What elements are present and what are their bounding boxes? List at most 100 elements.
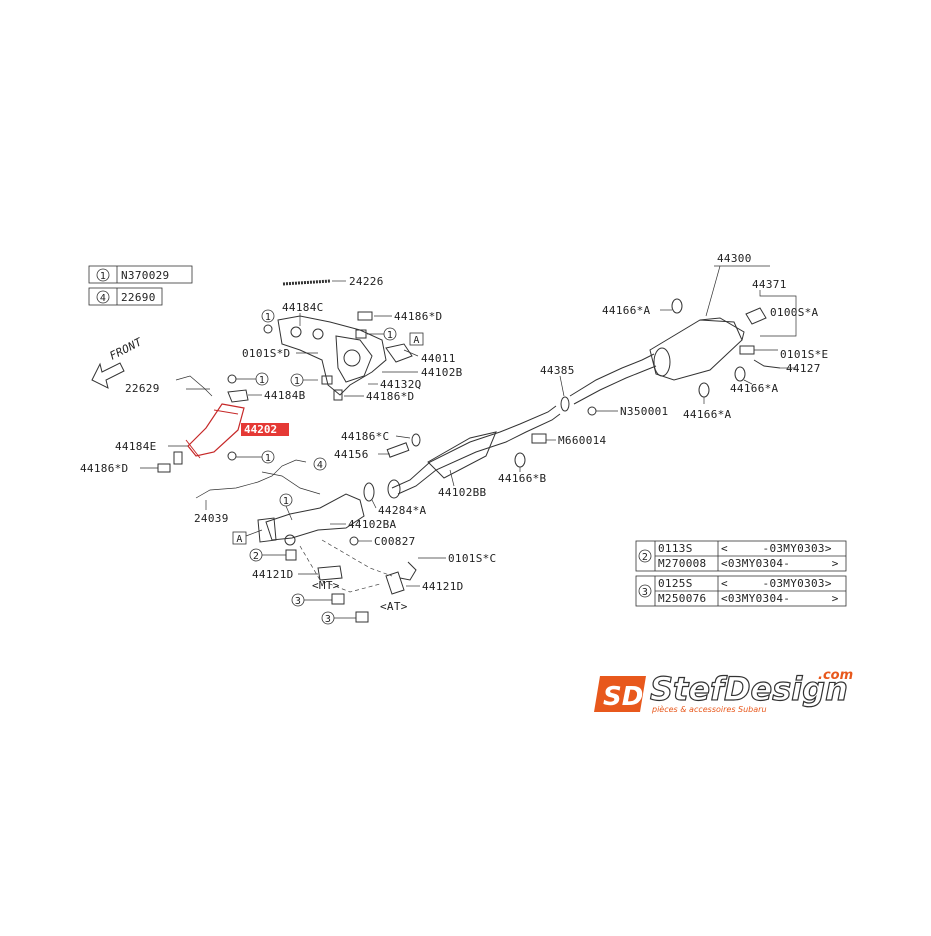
table-part-3: 3 0125S < -03MY0303> M250076 <03MY0304- … bbox=[635, 575, 847, 607]
table3-row1-range: < -03MY0303> bbox=[721, 577, 832, 590]
bracket-cluster: 2 44121D <MT> 0101S*C 44121D 3 <AT> 3 bbox=[249, 548, 496, 625]
front-arrow: FRONT bbox=[91, 335, 145, 389]
bolt-44156-icon bbox=[386, 442, 410, 458]
callout-1-b: 1 bbox=[387, 330, 393, 341]
callout-3-a: 3 bbox=[295, 596, 301, 607]
manifold-icon bbox=[335, 335, 373, 383]
bolt-0101SC-icon bbox=[399, 561, 417, 581]
label-44011: 44011 bbox=[421, 352, 456, 365]
label-44184B: 44184B bbox=[264, 389, 306, 402]
label-44184E: 44184E bbox=[115, 440, 157, 453]
label-44166B: 44166*B bbox=[498, 472, 547, 485]
legend-callout-4 bbox=[96, 290, 110, 304]
legend-top: 1 N370029 4 22690 bbox=[88, 265, 193, 306]
hanger-44166B-icon bbox=[514, 452, 526, 468]
bolt-icon-4 bbox=[333, 389, 343, 401]
front-arrow-icon bbox=[91, 362, 125, 389]
front-pipe-cluster: 22629 1 44184B 44202 44184E 1 44186*D bbox=[80, 372, 306, 475]
label-44166A-top: 44166*A bbox=[602, 304, 651, 317]
label-0101SC: 0101S*C bbox=[448, 552, 496, 565]
nut-C00827-icon bbox=[349, 536, 359, 546]
table3-num: 3 bbox=[642, 587, 648, 598]
bolt-icon-6 bbox=[157, 463, 171, 473]
sensor-24039-wire-icon bbox=[195, 459, 307, 499]
bracket-44184B-icon bbox=[227, 389, 249, 403]
gasket-44385-icon bbox=[560, 396, 570, 412]
label-0101SD: 0101S*D bbox=[242, 347, 290, 360]
label-mt: <MT> bbox=[312, 579, 340, 592]
label-44186D-left: 44186*D bbox=[80, 462, 128, 475]
bolt-icon bbox=[357, 311, 373, 321]
legend-code-1: N370029 bbox=[121, 269, 169, 282]
logo-tagline: pièces & accessoires Subaru bbox=[651, 704, 767, 714]
legend-code-2: 22690 bbox=[121, 291, 156, 304]
hanger-44166A-top-icon bbox=[671, 298, 683, 314]
rear-cluster: 44385 N350001 44166*A 44300 44166*A 4437… bbox=[540, 252, 828, 421]
legend-num-1: 1 bbox=[100, 271, 106, 282]
sensor-24039: 4 24039 bbox=[194, 457, 327, 525]
sensor-22629-wire-icon bbox=[175, 375, 213, 397]
front-pipe-44202-icon bbox=[187, 403, 245, 457]
label-44385: 44385 bbox=[540, 364, 575, 377]
label-44102BB: 44102BB bbox=[438, 486, 487, 499]
nut-icon-2 bbox=[227, 374, 237, 384]
hanger-44166A-right-icon bbox=[734, 366, 746, 382]
label-44202: 44202 bbox=[244, 423, 277, 436]
bolt-icon-9 bbox=[355, 611, 369, 623]
label-44102B: 44102B bbox=[421, 366, 463, 379]
bolt-icon-8 bbox=[331, 593, 345, 605]
mid-pipe-bottom-edge bbox=[397, 413, 561, 495]
label-44102BA: 44102BA bbox=[348, 518, 397, 531]
label-24226: 24226 bbox=[349, 275, 384, 288]
mid-pipe-top-edge bbox=[391, 405, 557, 489]
hanger-44166A-low-icon bbox=[698, 382, 710, 398]
manifold-cluster: 44184C 44186*D 1 1 0101S*D A 44011 44102… bbox=[242, 301, 463, 403]
sensor-wire-icon bbox=[282, 279, 331, 286]
label-22629: 22629 bbox=[125, 382, 160, 395]
ref-box-A-bottom bbox=[232, 531, 247, 545]
label-44156: 44156 bbox=[334, 448, 369, 461]
label-M660014: M660014 bbox=[558, 434, 607, 447]
label-44184C: 44184C bbox=[282, 301, 324, 314]
label-at: <AT> bbox=[380, 600, 408, 613]
center-pipe-cluster: 1 44284*A 44102BA C00827 A bbox=[232, 482, 427, 593]
part-24226: 24226 bbox=[282, 275, 384, 288]
bracket-mt-icon bbox=[317, 565, 343, 581]
callout-1-a: 1 bbox=[265, 312, 271, 323]
label-44186C: 44186*C bbox=[341, 430, 389, 443]
bolt-icon-3 bbox=[321, 375, 333, 385]
nut-icon-3 bbox=[227, 451, 237, 461]
muffler-icon bbox=[649, 319, 743, 381]
label-44284A: 44284*A bbox=[378, 504, 427, 517]
callout-1-c: 1 bbox=[294, 376, 300, 387]
label-C00827: C00827 bbox=[374, 535, 416, 548]
ref-A-top: A bbox=[413, 335, 419, 346]
label-44186D-mid: 44186*D bbox=[366, 390, 414, 403]
callout-1-f: 1 bbox=[283, 496, 289, 507]
tail-pipe-bottom bbox=[573, 365, 657, 405]
bolt-icon-5 bbox=[173, 451, 183, 465]
label-44186D-top: 44186*D bbox=[394, 310, 442, 323]
table3-row2-code: M250076 bbox=[658, 592, 706, 605]
nut-icon bbox=[263, 324, 273, 334]
nut-N350001-icon bbox=[587, 406, 597, 416]
label-44371: 44371 bbox=[752, 278, 787, 291]
logo-main-text: StefDesign bbox=[650, 670, 848, 708]
callout-2-a: 2 bbox=[253, 551, 259, 562]
resonator-icon bbox=[427, 431, 497, 479]
label-N350001: N350001 bbox=[620, 405, 668, 418]
table3-row2-range: <03MY0304- > bbox=[721, 592, 839, 605]
legend-num-4: 4 bbox=[100, 293, 106, 304]
label-44300: 44300 bbox=[717, 252, 752, 265]
ref-A-bottom: A bbox=[236, 534, 242, 545]
bolt-44186C-icon bbox=[411, 433, 421, 447]
bracket-at-icon bbox=[385, 571, 405, 595]
tail-pipe-top bbox=[569, 353, 655, 397]
table2-num: 2 bbox=[642, 552, 648, 563]
stefdesign-logo[interactable]: SD StefDesign .com pièces & accessoires … bbox=[594, 668, 853, 714]
table3-row1-code: 0125S bbox=[658, 577, 693, 590]
bolt-0101SE-icon bbox=[739, 345, 755, 355]
logo-mark-text: SD bbox=[603, 682, 643, 712]
